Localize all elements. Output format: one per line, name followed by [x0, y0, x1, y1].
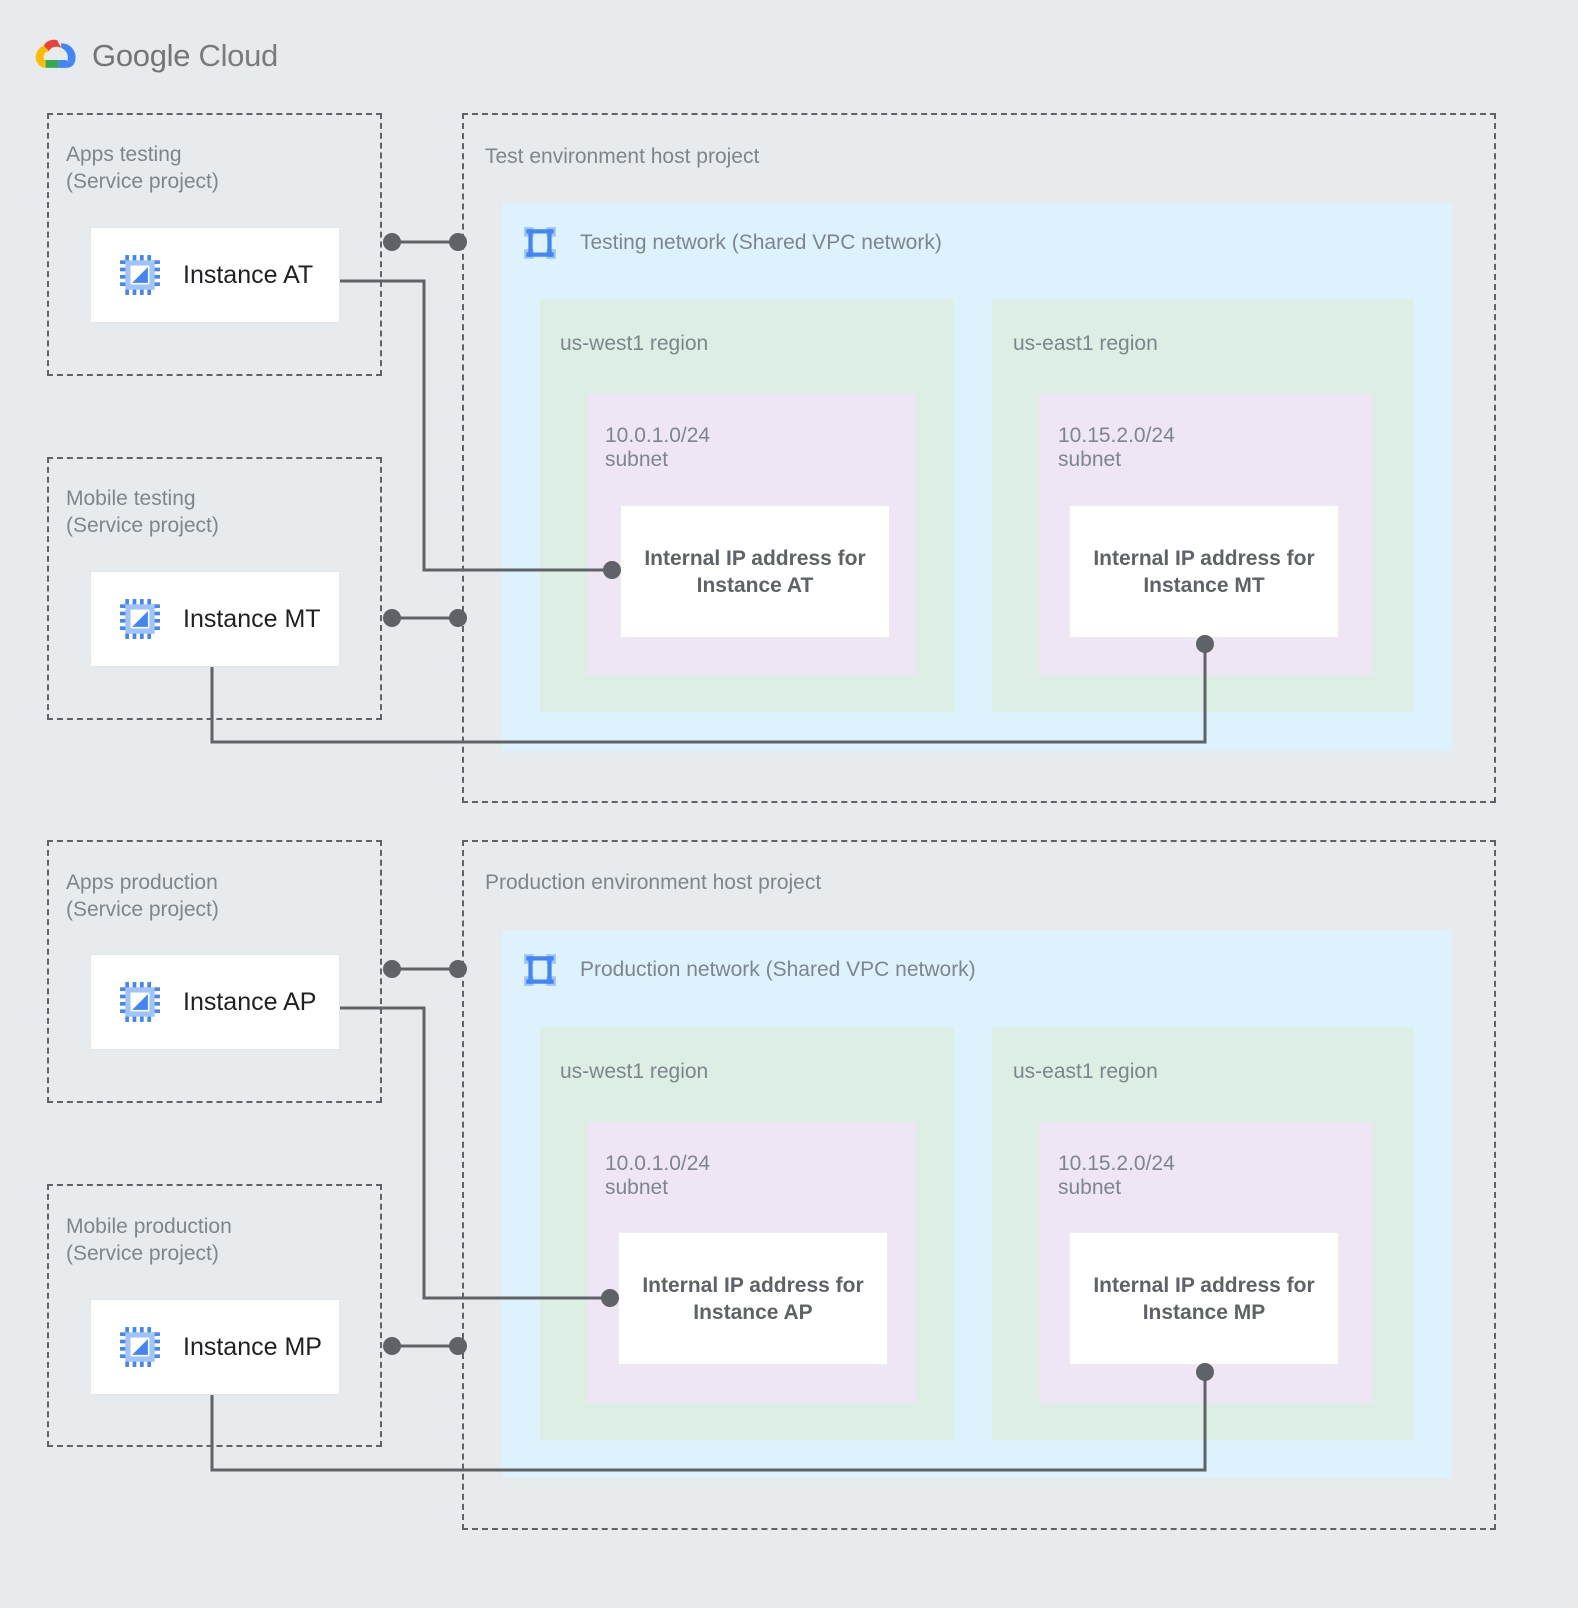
vpc-network-testing-title: Testing network (Shared VPC network): [580, 231, 942, 254]
attachment-dot-mobile-testing-left: [383, 609, 401, 627]
vpc-network-production-header: Production network (Shared VPC network): [521, 951, 976, 989]
vpc-network-icon: [524, 954, 556, 986]
google-cloud-brand: Google Cloud: [33, 36, 278, 76]
region-prod-us-east1-label: us-east1 region: [1013, 1060, 1158, 1083]
region-prod-us-west1-label: us-west1 region: [560, 1060, 709, 1083]
attachment-dot-mobile-production-left: [383, 1337, 401, 1355]
service-project-mobile-testing-label: Mobile testing (Service project): [66, 487, 219, 537]
region-test-us-west1-label: us-west1 region: [560, 332, 709, 355]
brand-wordmark: Google Cloud: [92, 38, 278, 74]
instance-card-mt[interactable]: Instance MT: [90, 571, 340, 667]
instance-at-label: Instance AT: [183, 260, 314, 289]
instance-card-ap[interactable]: Instance AP: [90, 954, 340, 1050]
instance-card-at[interactable]: Instance AT: [90, 227, 340, 323]
brand-name-cloud: Cloud: [190, 38, 278, 73]
ip-box-instance-mt: Internal IP address for Instance MT: [1069, 505, 1339, 638]
attachment-dot-apps-production-left: [383, 960, 401, 978]
service-project-apps-testing: [47, 113, 382, 376]
subnet-prod-us-west1-label: 10.0.1.0/24 subnet: [605, 1152, 711, 1199]
ip-box-instance-at: Internal IP address for Instance AT: [620, 505, 890, 638]
subnet-test-us-west1-label: 10.0.1.0/24 subnet: [605, 424, 711, 471]
host-project-production-label: Production environment host project: [485, 871, 822, 894]
ip-box-instance-mp: Internal IP address for Instance MP: [1069, 1232, 1339, 1365]
vpc-network-testing-header: Testing network (Shared VPC network): [521, 224, 942, 262]
instance-mt-label: Instance MT: [183, 604, 321, 633]
instance-ap-label: Instance AP: [183, 987, 317, 1016]
compute-instance-chip-icon: [120, 255, 160, 295]
compute-instance-chip-icon: [120, 982, 160, 1022]
service-project-apps-production: [47, 840, 382, 1103]
ip-box-instance-ap-text: Internal IP address for Instance AP: [642, 1273, 864, 1324]
google-cloud-logo-icon: [35, 39, 76, 68]
compute-instance-chip-icon: [120, 599, 160, 639]
instance-card-mp[interactable]: Instance MP: [90, 1299, 340, 1395]
ip-box-instance-mp-text: Internal IP address for Instance MP: [1093, 1273, 1315, 1324]
ip-box-instance-mt-text: Internal IP address for Instance MT: [1093, 546, 1315, 597]
subnet-test-us-east1-label: 10.15.2.0/24 subnet: [1058, 424, 1175, 471]
service-project-apps-production-label: Apps production (Service project): [66, 871, 219, 921]
vpc-network-icon: [524, 227, 556, 259]
ip-box-instance-ap: Internal IP address for Instance AP: [618, 1232, 888, 1365]
attachment-dot-apps-testing-left: [383, 233, 401, 251]
host-project-test-label: Test environment host project: [485, 145, 760, 168]
subnet-prod-us-east1-label: 10.15.2.0/24 subnet: [1058, 1152, 1175, 1199]
instance-mp-label: Instance MP: [183, 1332, 322, 1361]
ip-box-instance-at-text: Internal IP address for Instance AT: [644, 546, 866, 597]
region-test-us-east1-label: us-east1 region: [1013, 332, 1158, 355]
service-project-apps-testing-label: Apps testing (Service project): [66, 143, 219, 193]
brand-name-google: Google: [92, 38, 191, 73]
service-project-mobile-production-label: Mobile production (Service project): [66, 1215, 232, 1265]
vpc-network-production-title: Production network (Shared VPC network): [580, 958, 976, 981]
compute-instance-chip-icon: [120, 1327, 160, 1367]
